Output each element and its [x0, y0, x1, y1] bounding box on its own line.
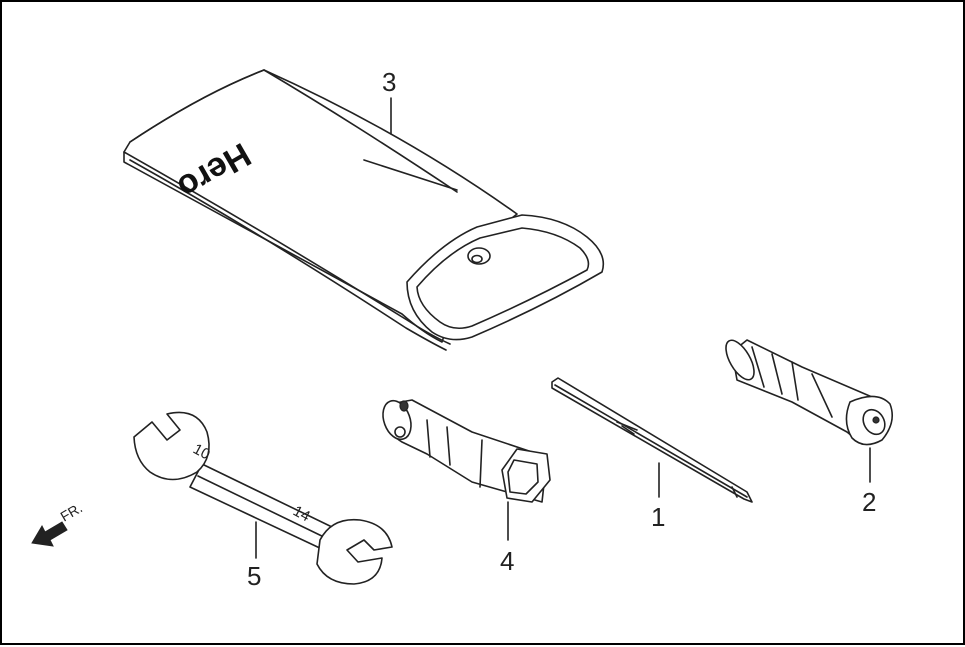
callout-3: 3: [382, 67, 396, 97]
wrench-size-small: 10: [190, 441, 213, 464]
screwdriver: [551, 377, 753, 503]
callout-labels: 3 1 2 4 5: [247, 67, 876, 591]
double-open-end-wrench: 10 14: [133, 411, 393, 585]
tool-pouch: Hero: [123, 69, 605, 351]
leader-lines: [255, 97, 871, 559]
callout-5: 5: [247, 561, 261, 591]
front-direction-label: FR.: [58, 499, 86, 524]
screwdriver-handle: [725, 339, 893, 446]
front-direction-indicator: FR.: [31, 499, 86, 547]
callout-4: 4: [500, 546, 514, 576]
wrench-size-large: 14: [290, 503, 313, 526]
callout-1: 1: [651, 502, 665, 532]
callout-2: 2: [862, 487, 876, 517]
arrow-down-left-icon: [31, 521, 68, 547]
spark-plug-socket: [382, 399, 551, 503]
